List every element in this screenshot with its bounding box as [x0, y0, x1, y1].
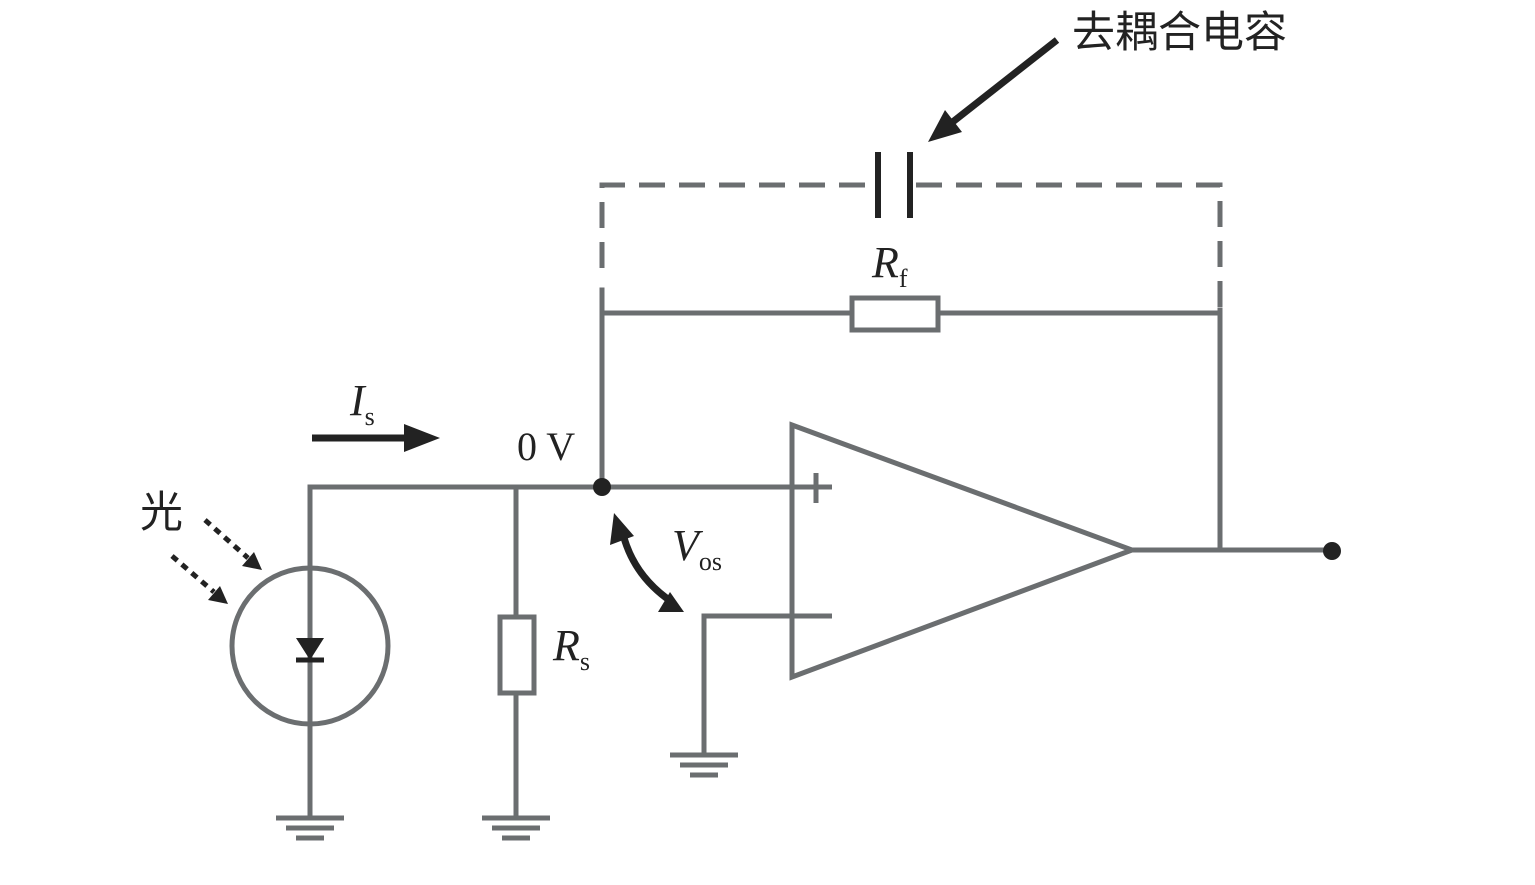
decoupling-cap-arrow: [928, 37, 1060, 142]
current-arrow: [312, 424, 440, 452]
decoupling-capacitor: [599, 152, 1223, 310]
input-wire: [307, 478, 795, 578]
decoupling-cap-label: 去耦合电容: [1072, 8, 1287, 58]
photodiode: [229, 565, 391, 821]
rs-label: Rs: [552, 621, 590, 676]
ground-resistor: [482, 815, 550, 841]
shunt-resistor: [497, 484, 537, 821]
light-rays: [170, 518, 262, 604]
ground-photodiode: [276, 815, 344, 841]
rf-label: Rf: [871, 238, 908, 293]
zero-volt-label: 0 V: [517, 424, 575, 469]
ground-opamp: [670, 752, 738, 778]
vos-label: Vos: [672, 521, 722, 576]
output-wire: [1129, 542, 1341, 560]
feedback-resistor: [599, 295, 1223, 333]
inverting-input-wire: [701, 613, 795, 758]
is-label: Is: [349, 376, 375, 431]
light-label: 光: [140, 488, 183, 538]
op-amp: [789, 421, 1140, 681]
vos-arrow: [610, 513, 684, 612]
